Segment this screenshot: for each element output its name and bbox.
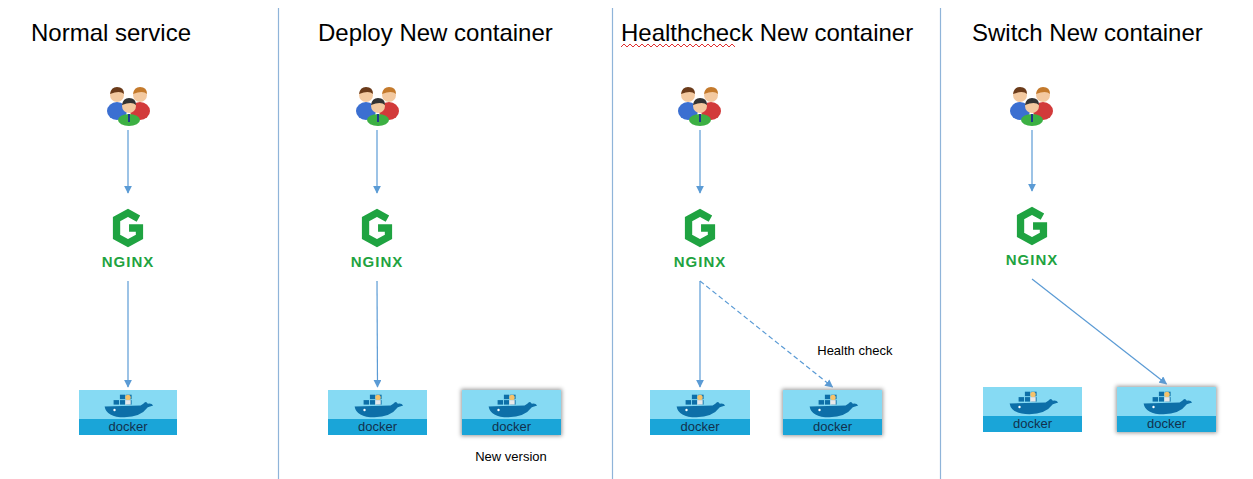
docker-whale — [673, 392, 727, 419]
arrow-connector — [1032, 279, 1167, 384]
container-text: docker — [328, 420, 427, 434]
docker-whale — [485, 392, 539, 419]
docker-whale — [1006, 389, 1060, 416]
docker-whale — [101, 392, 155, 419]
docker-container: docker — [983, 387, 1082, 432]
arrow-connector — [700, 281, 833, 387]
arrow-connector — [699, 281, 700, 387]
nginx-icon — [103, 203, 153, 253]
docker-container: docker — [650, 390, 750, 435]
panel-title: Healthcheck New container — [621, 18, 913, 47]
docker-container: docker — [79, 390, 177, 435]
docker-container: docker — [328, 390, 427, 435]
docker-whale — [806, 392, 860, 419]
logo-text: NGINX — [670, 253, 731, 271]
container-text: docker — [79, 420, 177, 434]
panel-title: Switch New container — [972, 18, 1203, 47]
arrow-connector — [376, 281, 378, 387]
container-text: docker — [783, 420, 882, 434]
docker-container: docker — [783, 390, 882, 435]
logo-text: NGINX — [98, 253, 159, 271]
container-text: docker — [983, 417, 1082, 431]
edge-label: Health check — [815, 343, 894, 359]
logo-text: NGINX — [1002, 251, 1063, 269]
nginx-logo: NGINX — [1002, 201, 1063, 269]
nginx-icon — [675, 203, 725, 253]
container-text: docker — [462, 420, 561, 434]
panel-title: Deploy New container — [318, 18, 553, 47]
nginx-logo: NGINX — [670, 203, 731, 271]
nginx-icon — [352, 203, 402, 253]
nginx-icon — [1007, 201, 1057, 251]
panel-title: Normal service — [31, 18, 191, 47]
arrow-connector — [127, 281, 128, 387]
logo-text: NGINX — [347, 253, 408, 271]
container-text: docker — [1117, 417, 1216, 431]
docker-whale — [1140, 389, 1194, 416]
nginx-logo: NGINX — [98, 203, 159, 271]
docker-whale — [351, 392, 405, 419]
note-label: New version — [475, 449, 547, 465]
docker-container: docker — [1117, 387, 1216, 432]
nginx-logo: NGINX — [347, 203, 408, 271]
docker-container: docker — [462, 390, 561, 435]
container-text: docker — [650, 420, 750, 434]
